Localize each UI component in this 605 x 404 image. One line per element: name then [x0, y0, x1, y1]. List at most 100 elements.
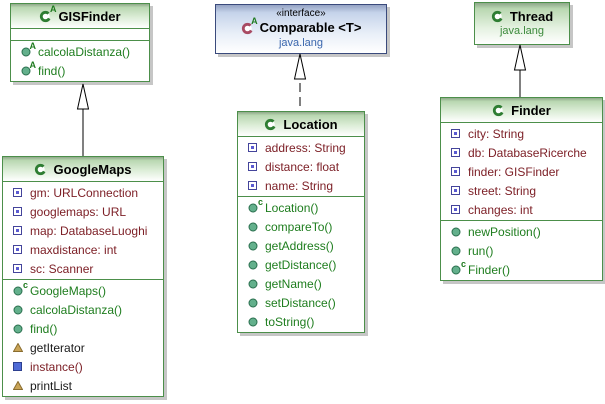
field-row[interactable]: city: String [441, 124, 602, 143]
class-header: GoogleMaps [3, 157, 163, 181]
constructor-icon: c [246, 197, 263, 213]
field-row[interactable]: db: DatabaseRicerche [441, 143, 602, 162]
field-row[interactable]: googlemaps: URL [3, 202, 163, 221]
member-label: getAddress() [265, 238, 334, 253]
class-icon [491, 10, 504, 23]
abstract-method-icon: A [19, 41, 36, 57]
class-icon [492, 104, 505, 117]
member-label: getIterator [30, 340, 85, 355]
member-label: distance: float [265, 159, 340, 174]
method-icon [11, 324, 24, 334]
abstract-method-icon: A [19, 60, 36, 76]
method-row[interactable]: find() [3, 319, 163, 338]
stereotype-label: «interface» [276, 7, 326, 19]
member-label: gm: URLConnection [30, 185, 139, 200]
method-row[interactable]: newPosition() [441, 222, 602, 241]
method-row[interactable]: getAddress() [238, 236, 364, 255]
inherited-icon [11, 381, 24, 390]
inheritance-arrow-googlemaps-to-gisfinder[interactable] [73, 83, 93, 156]
constructor-icon: c [449, 259, 466, 275]
member-label: finder: GISFinder [468, 164, 560, 179]
class-box-googlemaps[interactable]: GoogleMaps gm: URLConnection googlemaps: … [2, 156, 164, 397]
class-icon [34, 163, 47, 176]
inheritance-arrow-finder-to-thread[interactable] [510, 44, 530, 97]
method-row[interactable]: getName() [238, 274, 364, 293]
member-label: printList [30, 378, 73, 393]
member-label: city: String [468, 126, 525, 141]
method-row[interactable]: compareTo() [238, 217, 364, 236]
class-box-thread[interactable]: Thread java.lang [474, 2, 570, 45]
member-label: toString() [265, 314, 315, 329]
field-row[interactable]: address: String [238, 138, 364, 157]
member-label: address: String [265, 140, 346, 155]
package-label: java.lang [278, 36, 324, 49]
method-icon [246, 241, 259, 251]
field-row[interactable]: gm: URLConnection [3, 183, 163, 202]
field-row[interactable]: street: String [441, 181, 602, 200]
class-box-comparable[interactable]: «interface» A Comparable <T> java.lang [215, 4, 387, 54]
class-icon [264, 118, 277, 131]
member-label: getName() [265, 276, 322, 291]
field-icon [246, 181, 259, 190]
field-icon [449, 186, 462, 195]
field-icon [11, 226, 24, 235]
member-label: street: String [468, 183, 537, 198]
member-label: map: DatabaseLuoghi [30, 223, 148, 238]
method-row[interactable]: toString() [238, 312, 364, 331]
field-row[interactable]: distance: float [238, 157, 364, 176]
method-row[interactable]: getIterator [3, 338, 163, 357]
realization-arrow-location-to-comparable[interactable] [290, 53, 310, 111]
class-name: Thread [509, 8, 554, 24]
member-label: db: DatabaseRicerche [468, 145, 587, 160]
package-label: java.lang [499, 24, 545, 37]
field-row[interactable]: maxdistance: int [3, 240, 163, 259]
interface-icon: A [241, 16, 258, 35]
method-row[interactable]: calcolaDistanza() [3, 300, 163, 319]
method-icon [449, 227, 462, 237]
constructor-icon: c [11, 280, 28, 296]
method-icon [246, 222, 259, 232]
member-label: googlemaps: URL [30, 204, 127, 219]
class-header: Finder [441, 98, 602, 122]
method-row[interactable]: run() [441, 241, 602, 260]
field-row[interactable]: changes: int [441, 200, 602, 219]
member-label: changes: int [468, 202, 533, 217]
method-icon [246, 298, 259, 308]
method-icon [246, 317, 259, 327]
member-label: compareTo() [265, 219, 333, 234]
member-label: newPosition() [468, 224, 541, 239]
class-box-finder[interactable]: Finder city: String db: DatabaseRicerche f… [440, 97, 603, 281]
member-label: Location() [265, 200, 319, 215]
field-row[interactable]: name: String [238, 176, 364, 195]
field-icon [246, 162, 259, 171]
field-icon [11, 188, 24, 197]
method-row[interactable]: instance() [3, 357, 163, 376]
field-icon [449, 167, 462, 176]
fields-compartment: gm: URLConnection googlemaps: URL map: Dat… [3, 181, 163, 279]
class-name: Finder [511, 102, 551, 118]
member-label: sc: Scanner [30, 261, 94, 276]
method-row[interactable]: printList [3, 376, 163, 395]
field-row[interactable]: map: DatabaseLuoghi [3, 221, 163, 240]
field-row[interactable]: finder: GISFinder [441, 162, 602, 181]
field-icon [11, 245, 24, 254]
field-row[interactable]: sc: Scanner [3, 259, 163, 278]
class-header: A GISFinder [11, 4, 149, 28]
method-row[interactable]: setDistance() [238, 293, 364, 312]
member-label: find() [30, 321, 58, 336]
member-label: run() [468, 243, 494, 258]
member-label: calcolaDistanza() [30, 302, 123, 317]
method-row[interactable]: getDistance() [238, 255, 364, 274]
